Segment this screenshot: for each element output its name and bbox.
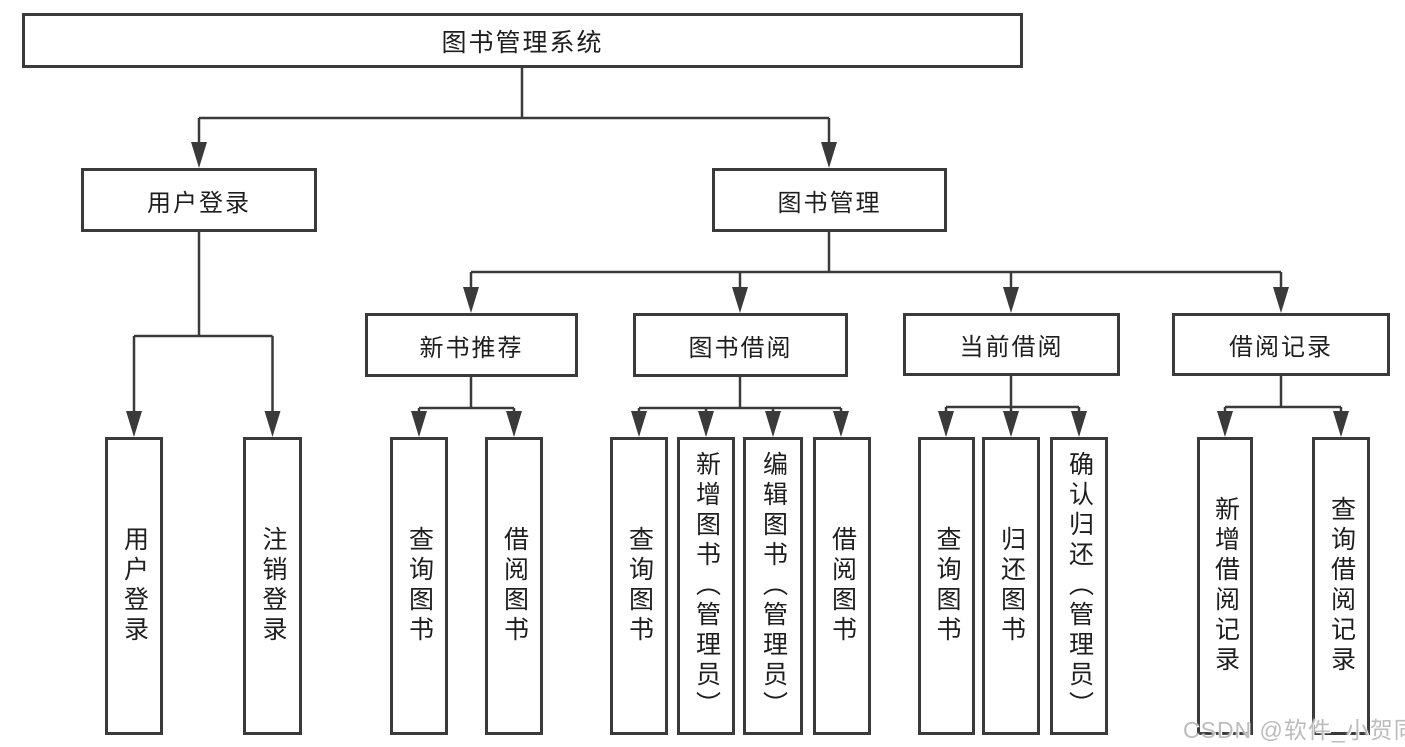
leaf-records-add: 新增借阅记录 — [1197, 437, 1253, 735]
leaf-newbook-borrow-label: 借阅图书 — [500, 526, 529, 646]
leaf-newbook-query: 查询图书 — [390, 437, 448, 735]
node-user-login: 用户登录 — [81, 168, 317, 232]
leaf-borrow-book-label: 借阅图书 — [828, 526, 857, 646]
arrowhead-icons — [126, 142, 1349, 437]
node-book-borrow: 图书借阅 — [633, 313, 848, 377]
leaf-current-return-label: 归还图书 — [997, 526, 1026, 646]
leaf-newbook-borrow: 借阅图书 — [485, 437, 543, 735]
leaf-borrow-book: 借阅图书 — [813, 437, 871, 735]
node-borrow-records: 借阅记录 — [1172, 313, 1390, 376]
leaf-records-query-label: 查询借阅记录 — [1327, 496, 1356, 676]
node-new-book-recommend: 新书推荐 — [365, 313, 578, 377]
leaf-borrow-edit-admin: 编辑图书（管理员） — [743, 437, 803, 735]
leaf-borrow-add-admin: 新增图书（管理员） — [677, 437, 735, 735]
leaf-newbook-query-label: 查询图书 — [405, 526, 434, 646]
leaf-borrow-add-admin-label: 新增图书（管理员） — [692, 451, 721, 721]
leaf-logout: 注销登录 — [243, 437, 302, 735]
leaf-current-confirm-admin-label: 确认归还（管理员） — [1065, 451, 1094, 721]
leaf-borrow-query-label: 查询图书 — [625, 526, 654, 646]
leaf-borrow-edit-admin-label: 编辑图书（管理员） — [759, 451, 788, 721]
leaf-records-add-label: 新增借阅记录 — [1211, 496, 1240, 676]
node-root: 图书管理系统 — [22, 13, 1023, 68]
watermark-text: CSDN @软件_小贺同学 — [1183, 717, 1405, 743]
leaf-current-return: 归还图书 — [982, 437, 1040, 735]
leaf-borrow-query: 查询图书 — [610, 437, 668, 735]
leaf-user-login-label: 用户登录 — [120, 526, 149, 646]
node-current-borrow: 当前借阅 — [903, 313, 1120, 376]
leaf-current-confirm-admin: 确认归还（管理员） — [1050, 437, 1108, 735]
leaf-current-query: 查询图书 — [918, 437, 975, 735]
leaf-logout-label: 注销登录 — [259, 526, 287, 646]
leaf-user-login: 用户登录 — [105, 437, 163, 735]
node-book-management: 图书管理 — [712, 168, 947, 232]
leaf-records-query: 查询借阅记录 — [1312, 437, 1370, 735]
leaf-current-query-label: 查询图书 — [933, 526, 961, 646]
